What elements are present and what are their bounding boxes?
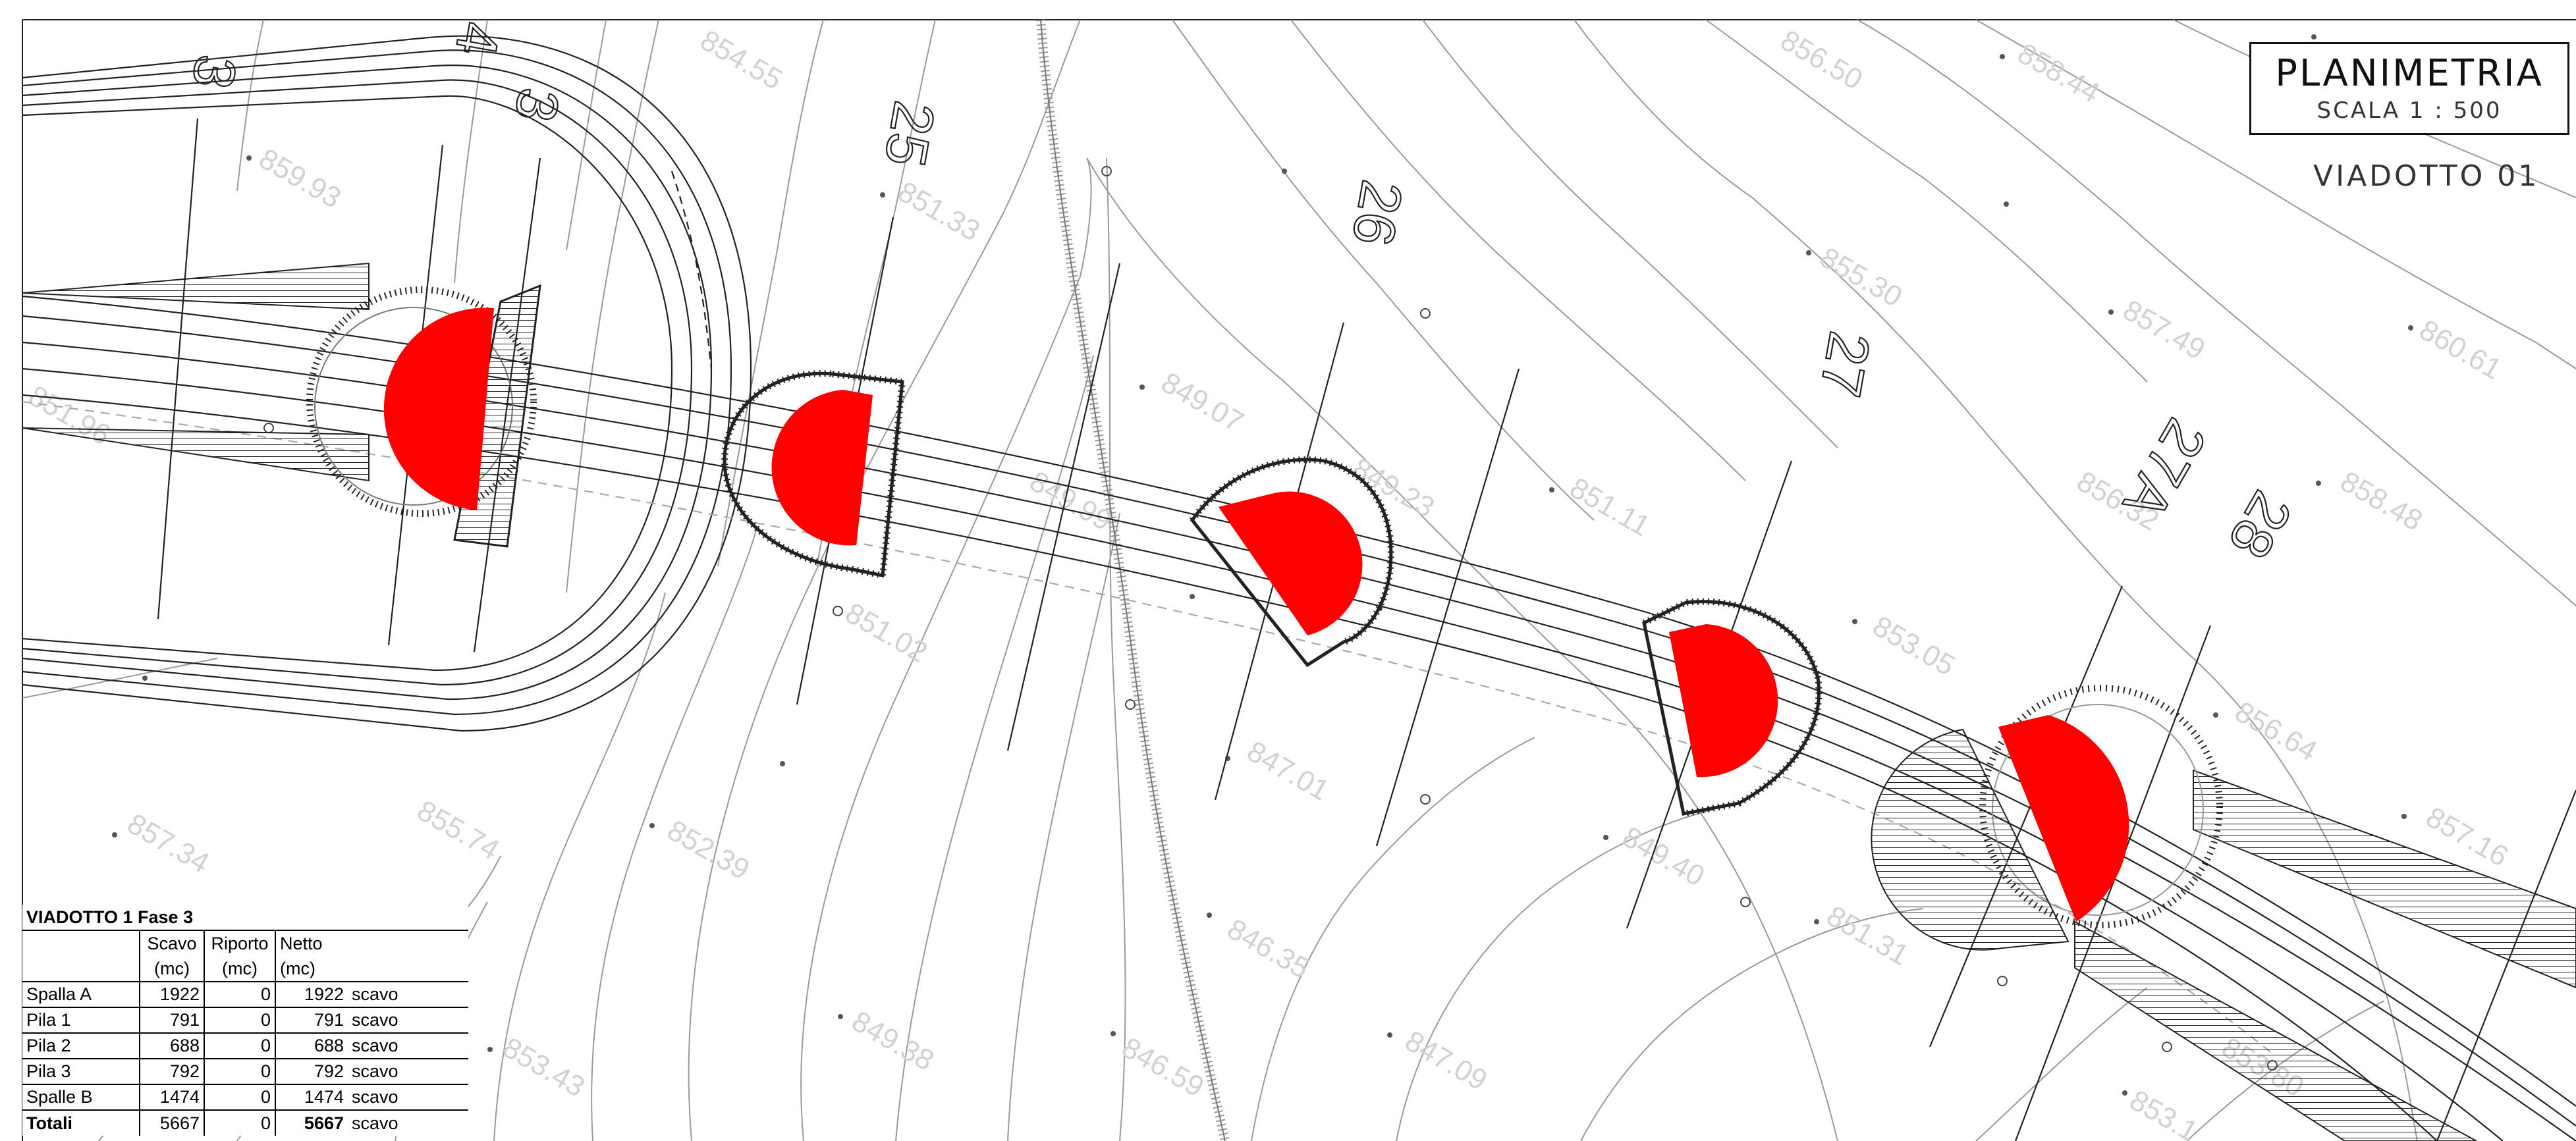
station-label-partial: 4 [443, 18, 513, 61]
header-unit: (mc) [275, 956, 348, 982]
elevation-label: 856.50 [1775, 24, 1868, 96]
row-name: Pila 2 [26, 1036, 71, 1055]
row-scavo: 688 [139, 1033, 204, 1059]
row-netto: 791 [275, 1007, 348, 1033]
elevation-label: 856.64 [2230, 695, 2322, 768]
row-riporto: 0 [204, 1007, 275, 1033]
total-netto: 5667 [275, 1110, 348, 1136]
row-name: Pila 1 [26, 1010, 71, 1030]
row-netto: 792 [275, 1059, 348, 1084]
row-scavo: 1922 [139, 982, 204, 1007]
row-type: scavo [352, 1010, 398, 1030]
railway-track [1036, 19, 1230, 1141]
drawing-title: PLANIMETRIA [2275, 52, 2544, 95]
pila-1-excavation [721, 370, 906, 579]
row-name: Spalle B [26, 1087, 93, 1107]
elevation-label: 853.05 [1867, 610, 1960, 682]
elevation-label: 851.96 [23, 379, 116, 452]
table-title: VIADOTTO 1 Fase 3 [26, 907, 194, 927]
station-label: 25 [872, 97, 947, 172]
elevation-label: 854.55 [695, 24, 788, 96]
elevation-label: 852.39 [662, 814, 755, 886]
total-name: Totali [26, 1113, 72, 1133]
row-type: scavo [352, 1061, 398, 1081]
elevation-label: 859.93 [254, 142, 346, 215]
header-netto: Netto [275, 930, 348, 956]
road-hairpin [22, 35, 752, 732]
spalla-a-red-area [383, 307, 494, 510]
pila-3-red-area [1669, 624, 1778, 778]
row-riporto: 0 [204, 1059, 275, 1084]
elevation-label: 851.11 [1564, 471, 1655, 543]
elevation-label: 847.09 [1400, 1024, 1493, 1097]
header-riporto: Riporto [204, 930, 275, 956]
pila-1-red-area [771, 390, 873, 546]
header-unit: (mc) [139, 956, 204, 982]
elevation-label: 846.59 [1116, 1031, 1209, 1103]
row-riporto: 0 [204, 982, 275, 1007]
station-label: 28 [2216, 481, 2305, 570]
row-riporto: 0 [204, 1033, 275, 1059]
row-scavo: 1474 [139, 1084, 204, 1110]
spalla-a-excavation [306, 284, 541, 548]
spalla-b-excavation [1871, 685, 2223, 951]
spalla-b-red-area [1998, 715, 2129, 922]
quantities-table: VIADOTTO 1 Fase 3 Scavo Riporto Netto (m… [22, 905, 469, 1136]
elevation-label: 858.48 [2335, 465, 2428, 537]
table-total-row: Totali 5667 0 5667 scavo [22, 1110, 469, 1136]
elevation-label: 849.23 [1347, 452, 1440, 524]
pila-3-excavation [1642, 598, 1822, 817]
table-row: Spalla A 1922 0 1922 scavo [22, 982, 469, 1007]
station-label-partial: 3 [503, 84, 572, 126]
drawing-scale: SCALA 1 : 500 [2316, 97, 2502, 124]
total-riporto: 0 [204, 1110, 275, 1136]
total-scavo: 5667 [139, 1110, 204, 1136]
viaduct-label: VIADOTTO 01 [2313, 159, 2540, 193]
elevation-label: 851.02 [840, 597, 933, 669]
elevation-label: 857.49 [2118, 294, 2210, 366]
spalla-a-wings [22, 262, 370, 482]
total-type: scavo [352, 1113, 398, 1133]
row-scavo: 791 [139, 1007, 204, 1033]
row-type: scavo [352, 984, 398, 1004]
elevation-label: 855.74 [412, 794, 505, 866]
elevation-label: 857.34 [122, 807, 215, 880]
elevation-label: 858.44 [2012, 37, 2105, 109]
row-name: Spalla A [26, 984, 92, 1004]
row-type: scavo [352, 1036, 398, 1055]
table-row: Pila 1 791 0 791 scavo [22, 1007, 469, 1033]
elevation-label: 849.07 [1156, 366, 1249, 438]
elevation-label: 849.40 [1617, 820, 1710, 893]
elevation-label: 849.38 [846, 1005, 939, 1077]
elevation-label: 847.01 [1242, 735, 1334, 807]
row-type: scavo [352, 1087, 398, 1107]
table-row: Spalle B 1474 0 1474 scavo [22, 1084, 469, 1110]
elevation-label: 853.1 [2124, 1084, 2203, 1141]
pila-2-excavation [1189, 456, 1394, 668]
row-netto: 688 [275, 1033, 348, 1059]
row-scavo: 792 [139, 1059, 204, 1084]
elevation-label: 851.33 [892, 175, 985, 248]
header-scavo: Scavo [139, 930, 204, 956]
table-row: Pila 2 688 0 688 scavo [22, 1033, 469, 1059]
row-netto: 1922 [275, 982, 348, 1007]
title-block: PLANIMETRIA SCALA 1 : 500 [2249, 42, 2569, 135]
row-riporto: 0 [204, 1084, 275, 1110]
row-name: Pila 3 [26, 1061, 71, 1081]
header-unit: (mc) [204, 956, 275, 982]
station-label: 27 [1807, 327, 1882, 402]
elevation-label: 853.43 [497, 1031, 590, 1103]
pila-2-red-area [1219, 491, 1363, 635]
elevation-label: 860.61 [2414, 313, 2507, 386]
elevation-label: 846.35 [1222, 913, 1315, 985]
station-label: 26 [1340, 176, 1415, 251]
row-netto: 1474 [275, 1084, 348, 1110]
table-row: Pila 3 792 0 792 scavo [22, 1059, 469, 1084]
elevation-label: 855.30 [1815, 241, 1907, 313]
spalla-b-wings [2074, 769, 2576, 1141]
